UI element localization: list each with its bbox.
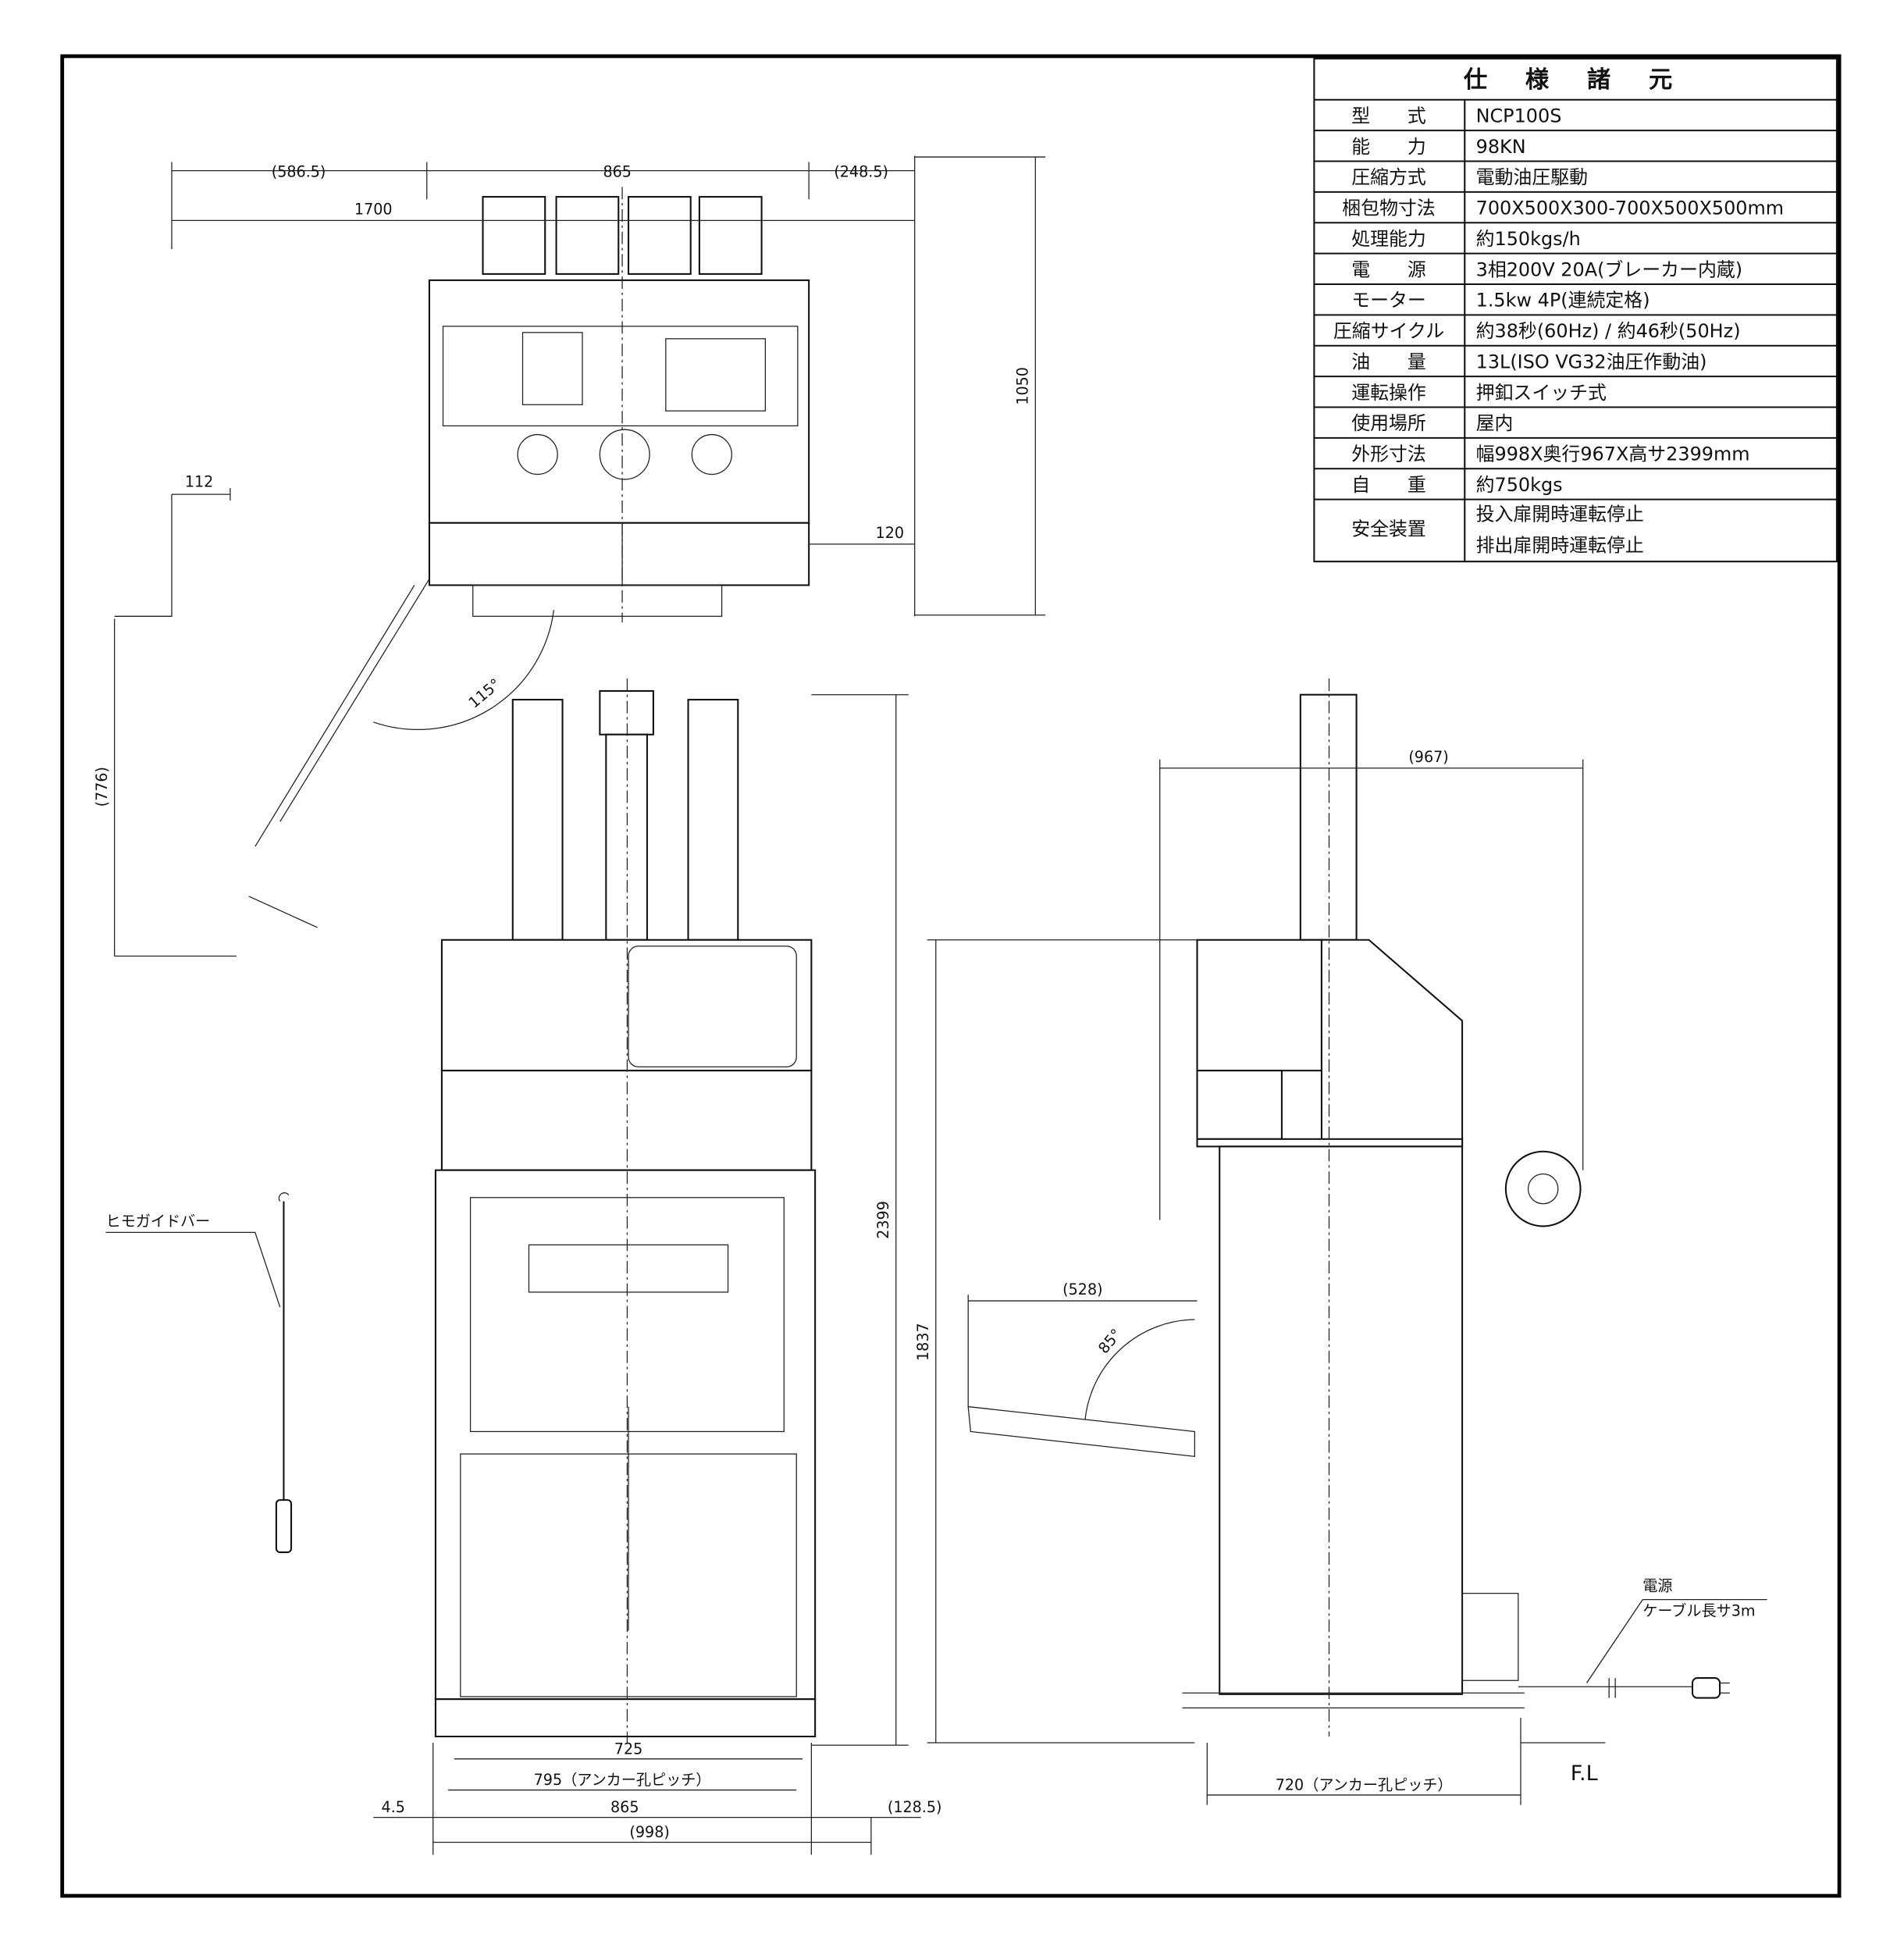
spec-value: NCP100S: [1476, 105, 1562, 126]
spec-value: 13L(ISO VG32油圧作動油): [1476, 351, 1707, 372]
power-plug-icon: [1691, 1677, 1721, 1699]
top-view: (586.5) 865 (248.5) 1700 1050 112 120 (7…: [93, 155, 1046, 957]
dim-120: 120: [876, 524, 904, 542]
dim-1837: 1837: [914, 1323, 932, 1361]
spec-label: 電 源: [1351, 258, 1426, 280]
dim-2399: 2399: [874, 1201, 892, 1239]
spec-value-safety-1: 投入扉開時運転停止: [1476, 504, 1644, 525]
spec-label: 圧縮サイクル: [1333, 320, 1444, 342]
spec-value: 700X500X300-700X500X500mm: [1476, 198, 1785, 219]
spec-table-title: 仕 様 諸 元: [1464, 66, 1688, 94]
cable-length-label: ケーブル長サ3m: [1642, 1601, 1755, 1619]
spec-label: 処理能力: [1351, 228, 1426, 250]
spec-value: 98KN: [1476, 136, 1526, 158]
side-view: (967) 1837 (528) 85° 720（アンカー孔ピッチ） F.L 電…: [914, 679, 1767, 1805]
guide-bar: ヒモガイドバー: [105, 1192, 293, 1554]
spec-label: 油 量: [1351, 351, 1426, 372]
power-label: 電源: [1642, 1576, 1672, 1594]
angle-arc: [373, 610, 555, 730]
spec-value: 幅998X奥行967X高サ2399mm: [1476, 443, 1750, 465]
dim-998: (998): [629, 1823, 669, 1841]
dim-725: 725: [614, 1740, 642, 1758]
floor-level-label: F.L: [1571, 1761, 1598, 1786]
spec-value: 押釦スイッチ式: [1476, 382, 1607, 404]
angle-85: 85°: [1094, 1325, 1125, 1357]
dim-1050: 1050: [1014, 367, 1032, 405]
dim-4-5: 4.5: [382, 1798, 405, 1816]
spec-label: 梱包物寸法: [1342, 198, 1436, 219]
front-view: 2399 725 795（アンカー孔ピッチ） 865 4.5 (128.5) (…: [373, 679, 942, 1855]
dim-720: 720（アンカー孔ピッチ）: [1276, 1776, 1453, 1794]
dim-112: 112: [185, 473, 213, 491]
drawing-frame: [60, 54, 1842, 1898]
dim-865-top: 865: [603, 163, 631, 181]
dim-528: (528): [1062, 1281, 1102, 1298]
spec-label: 自 重: [1351, 474, 1426, 496]
dim-248-5: (248.5): [834, 163, 888, 181]
dim-586-5: (586.5): [272, 163, 326, 181]
dim-776: (776): [93, 767, 111, 807]
spec-value: 電動油圧駆動: [1476, 166, 1588, 188]
spec-label: 能 力: [1351, 136, 1426, 158]
dim-795: 795（アンカー孔ピッチ）: [534, 1771, 711, 1789]
spec-label: 運転操作: [1351, 382, 1426, 404]
spec-value: 約750kgs: [1476, 474, 1563, 496]
spec-value: 3相200V 20A(ブレーカー内蔵): [1476, 258, 1742, 280]
spec-label: モーター: [1351, 290, 1426, 312]
spec-label: 型 式: [1351, 105, 1426, 126]
control-panel: [628, 946, 797, 1068]
spec-table: 仕 様 諸 元 型 式 NCP100S 能 力 98KN 圧縮方式 電動油圧駆動梱包物寸法…: [1313, 58, 1838, 563]
spec-value: 屋内: [1476, 412, 1514, 434]
guide-bar-label: ヒモガイドバー: [106, 1212, 211, 1230]
spec-value: 約38秒(60Hz) / 約46秒(50Hz): [1476, 320, 1741, 342]
spec-label: 使用場所: [1351, 412, 1426, 434]
dim-128-5: (128.5): [888, 1798, 942, 1816]
spec-value: 約150kgs/h: [1476, 228, 1581, 250]
spec-value: 1.5kw 4P(連続定格): [1476, 290, 1650, 312]
spec-value-safety-2: 排出扉開時運転停止: [1476, 534, 1644, 556]
spec-label: 圧縮方式: [1351, 166, 1426, 188]
spec-label-safety: 安全装置: [1351, 518, 1426, 540]
dim-865-bottom: 865: [610, 1798, 639, 1816]
angle-115: 115°: [465, 675, 504, 711]
dim-967: (967): [1408, 748, 1448, 766]
dim-1700: 1700: [354, 200, 393, 218]
spec-label: 外形寸法: [1351, 443, 1426, 465]
